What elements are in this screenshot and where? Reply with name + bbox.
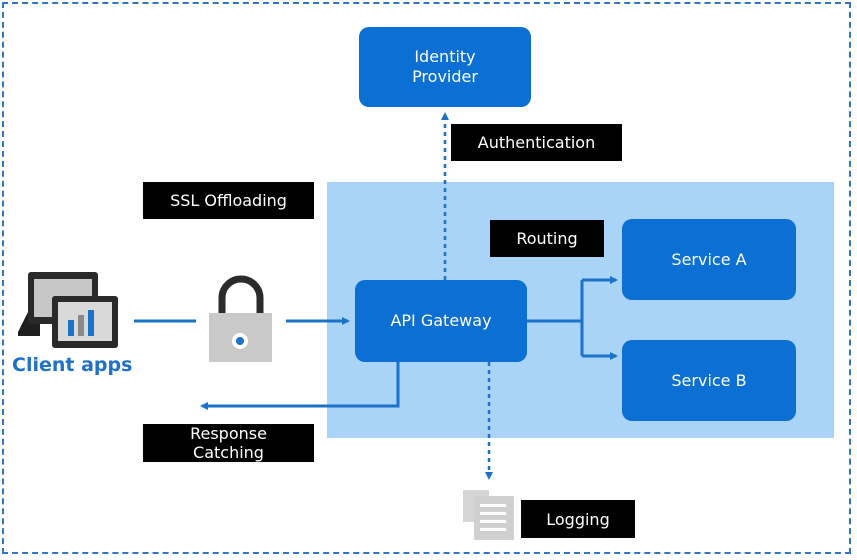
api-gateway-label: API Gateway (390, 311, 492, 330)
identity-provider-line2: Provider (412, 67, 478, 86)
service-b-node: Service B (622, 340, 796, 421)
diagram-border (2, 2, 851, 554)
log-document-icon (463, 490, 514, 540)
service-a-label: Service A (671, 249, 747, 269)
client-apps-label: Client apps (12, 354, 133, 376)
response-catching-line1: Response (190, 424, 267, 443)
client-devices-icon (18, 272, 118, 348)
identity-provider-line1: Identity (414, 47, 476, 66)
logging-label: Logging (521, 500, 635, 538)
identity-provider-node: Identity Provider (359, 27, 531, 107)
ssl-offloading-label: SSL Offloading (143, 182, 314, 219)
service-b-label: Service B (671, 370, 747, 390)
service-a-node: Service A (622, 219, 796, 300)
authentication-label: Authentication (451, 124, 622, 161)
routing-label: Routing (490, 220, 604, 257)
padlock-icon (209, 275, 272, 362)
response-catching-label: Response Catching (143, 424, 314, 462)
response-catching-line2: Catching (193, 443, 264, 462)
api-gateway-node: API Gateway (355, 280, 527, 362)
response-return-arrow (200, 362, 400, 410)
